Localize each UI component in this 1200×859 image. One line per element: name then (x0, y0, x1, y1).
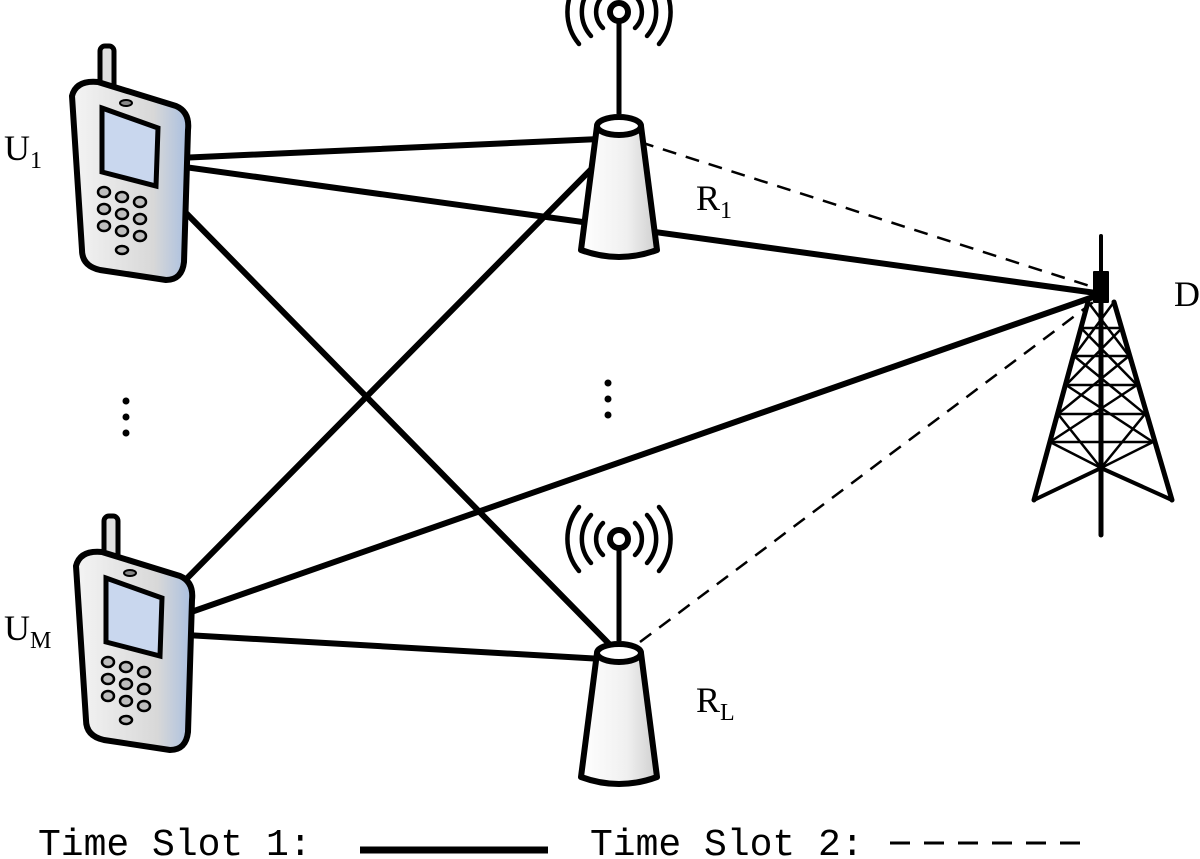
mobile-phone-icon (76, 516, 192, 750)
ellipsis-dots-users (122, 397, 130, 437)
link-u1-r1 (131, 135, 625, 163)
ellipsis-dots-relays (604, 379, 612, 419)
link-um-d (131, 293, 1099, 635)
label-destination: D (1174, 274, 1200, 314)
relay-antenna-icon (567, 507, 670, 784)
link-r1-d (639, 140, 1097, 290)
link-rl-d (639, 299, 1097, 643)
legend-time-slot-2-label: Time Slot 2: (590, 824, 864, 859)
relay-antenna-icon (567, 0, 670, 257)
link-um-rl (131, 629, 623, 663)
label-user-m: UM (4, 608, 51, 654)
link-um-r1 (131, 135, 625, 635)
label-relay-1: R1 (696, 178, 732, 224)
legend: Time Slot 1: Time Slot 2: (38, 824, 1080, 859)
label-user-1: U1 (4, 128, 42, 174)
transmission-tower-icon (1031, 234, 1175, 538)
label-relay-l: RL (696, 680, 735, 726)
legend-time-slot-1-label: Time Slot 1: (38, 824, 312, 859)
time-slot-2-links (639, 140, 1097, 643)
mobile-phone-icon (72, 46, 188, 280)
link-u1-rl (131, 157, 623, 658)
